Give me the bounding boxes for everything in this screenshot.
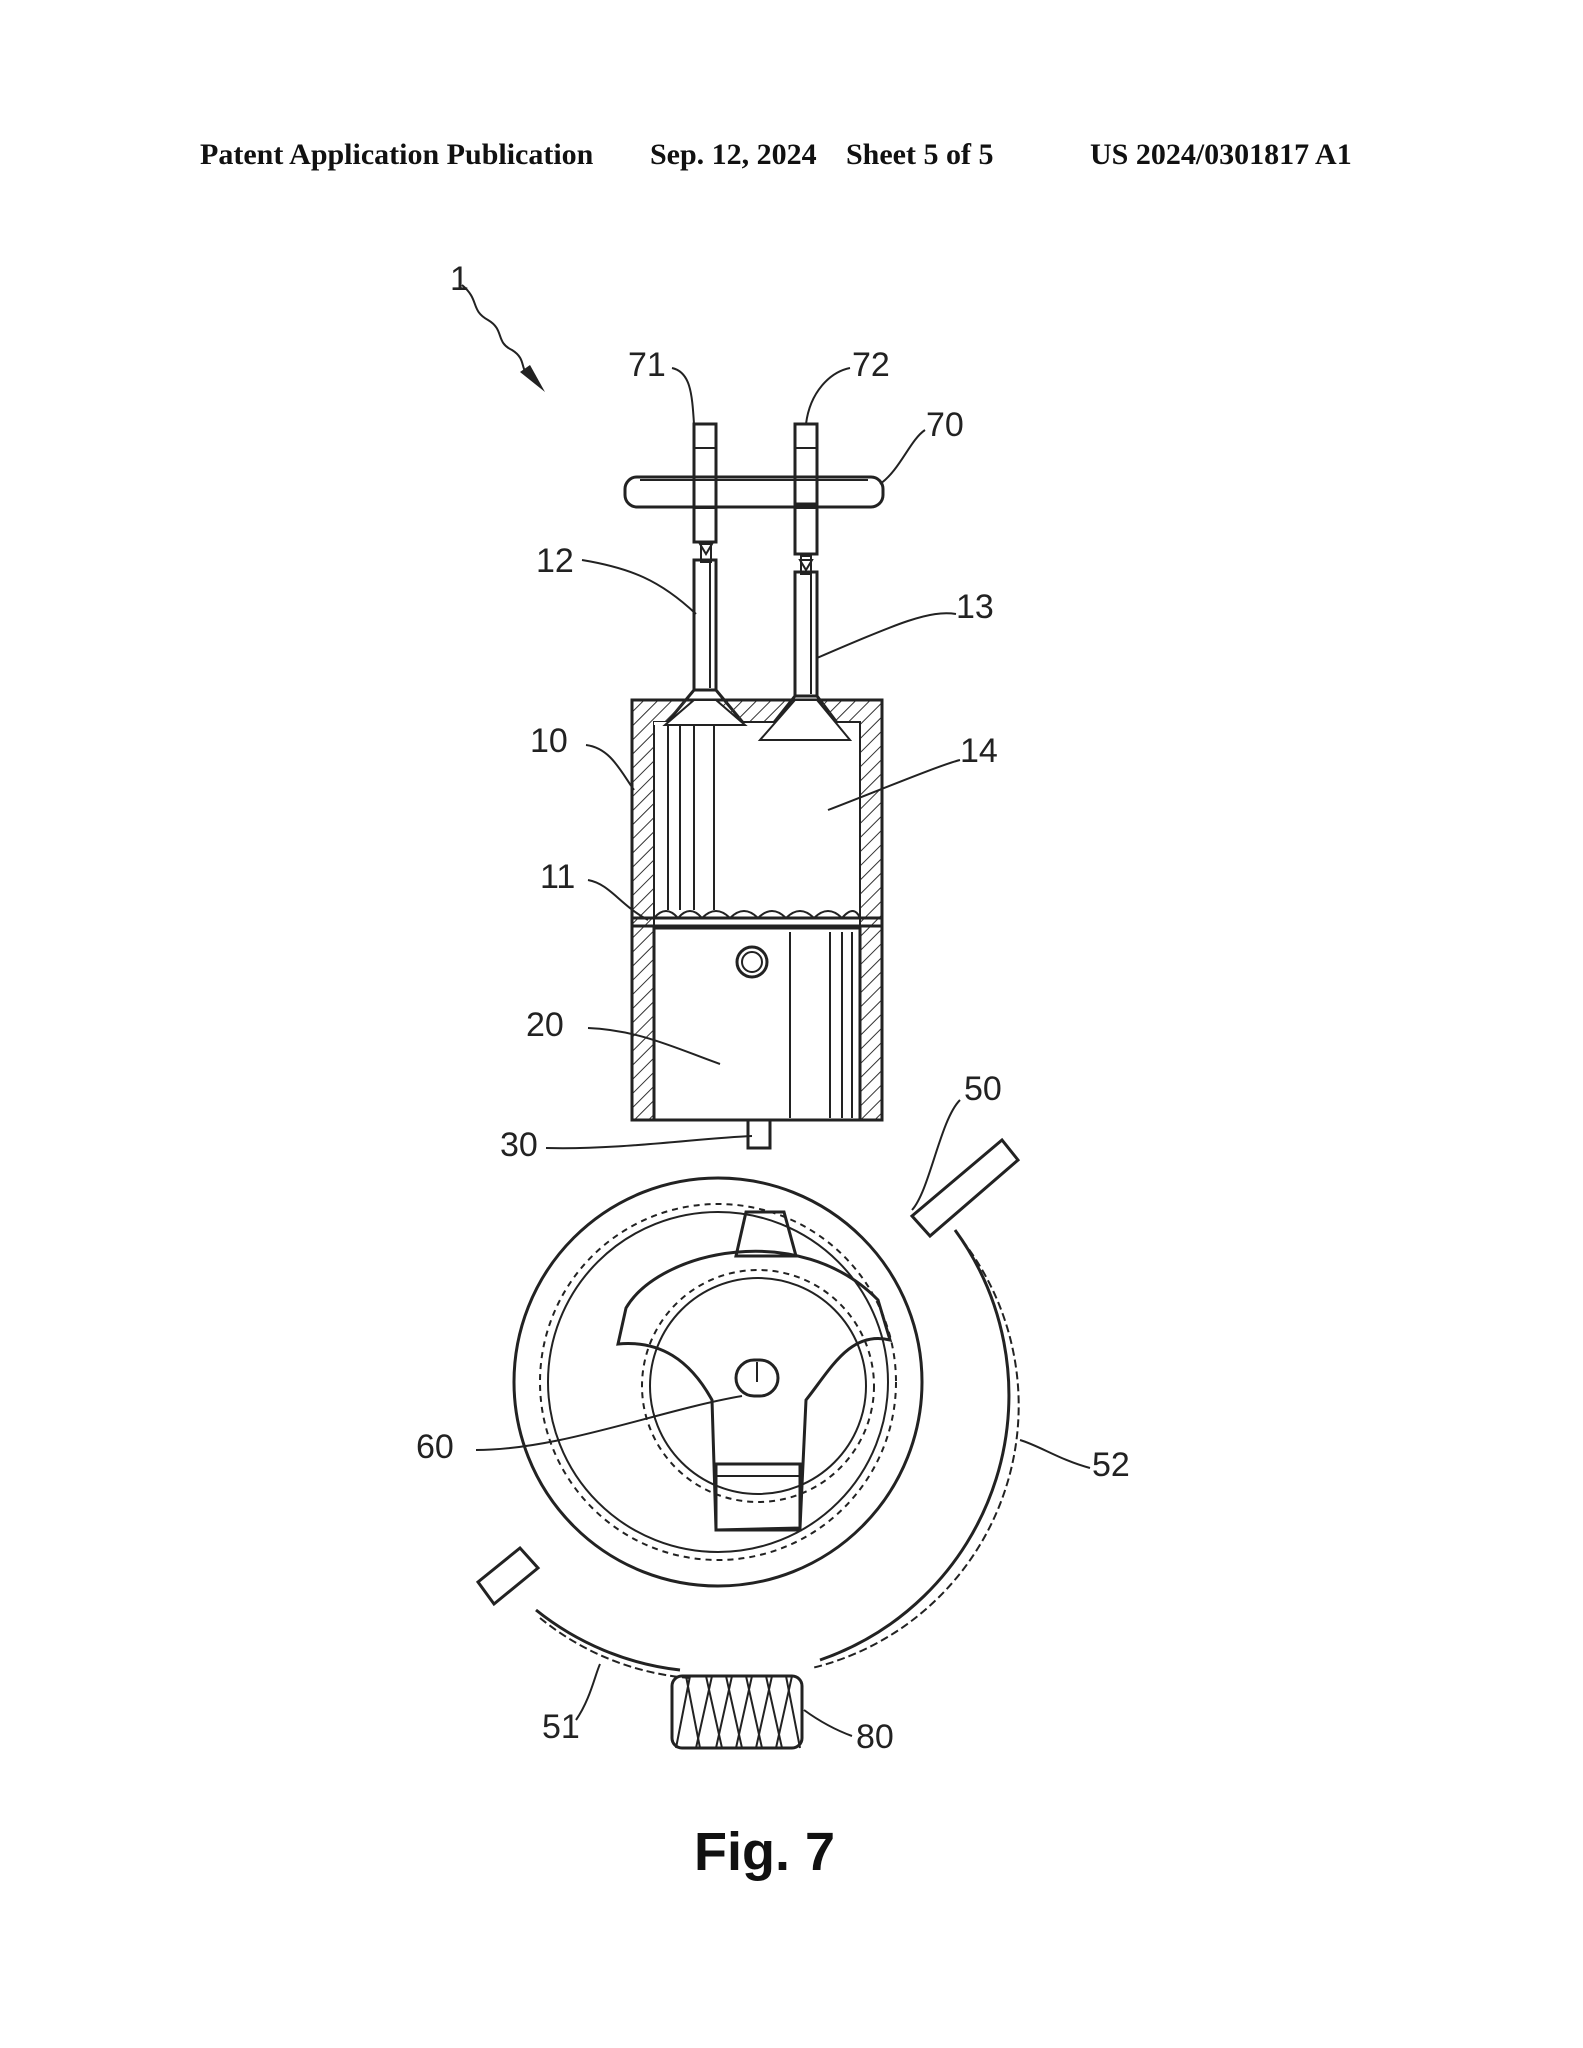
label-60: 60 (416, 1428, 454, 1466)
intake-valve-12 (661, 422, 749, 727)
worm-gear-80 (670, 1674, 804, 1750)
gear-51 (535, 1608, 691, 1679)
page-header: Patent Application Publication Sep. 12, … (200, 138, 1400, 178)
rocker-bar-70 (623, 475, 885, 509)
crank-carrier-60 (616, 1210, 893, 1532)
label-20: 20 (526, 1006, 564, 1044)
label-13: 13 (956, 588, 994, 626)
sheet-number: Sheet 5 of 5 (846, 138, 994, 171)
label-80: 80 (856, 1718, 894, 1756)
publication-date: Sep. 12, 2024 (650, 138, 817, 171)
publication-title: Patent Application Publication (200, 138, 594, 171)
ring-gear-50 (475, 1137, 1021, 1607)
figure-caption: Fig. 7 (694, 1822, 835, 1882)
label-71: 71 (628, 346, 666, 384)
piston-20 (632, 926, 882, 1122)
exhaust-valve-13 (756, 422, 853, 742)
leader-lines (475, 367, 1091, 1737)
label-1: 1 (450, 260, 469, 298)
label-50: 50 (964, 1070, 1002, 1108)
connecting-rod-30 (746, 1118, 772, 1150)
label-14: 14 (960, 732, 998, 770)
label-30: 30 (500, 1126, 538, 1164)
label-10: 10 (530, 722, 568, 760)
seal-11 (632, 910, 882, 928)
label-12: 12 (536, 542, 574, 580)
gear-52 (811, 1229, 1020, 1669)
publication-number: US 2024/0301817 A1 (1090, 138, 1352, 171)
label-11: 11 (540, 858, 575, 896)
label-70: 70 (926, 406, 964, 444)
label-51: 51 (542, 1708, 580, 1746)
label-72: 72 (852, 346, 890, 384)
reference-arrow-1 (461, 284, 545, 392)
label-52: 52 (1092, 1446, 1130, 1484)
